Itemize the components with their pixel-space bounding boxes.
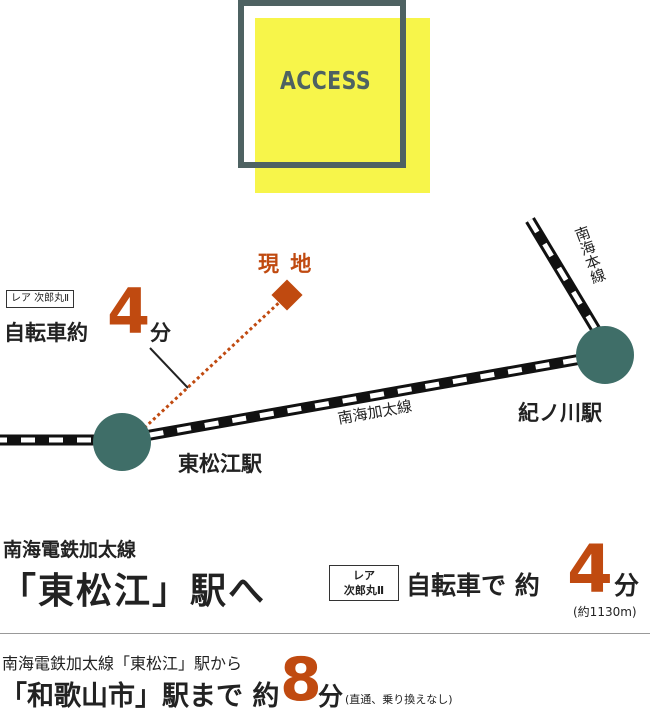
info2-line1: 南海電鉄加太線「東松江」駅から bbox=[2, 654, 243, 673]
station-higashimatsue-marker bbox=[93, 413, 151, 471]
site-marker bbox=[271, 279, 303, 311]
info1-suffix: 分 bbox=[614, 571, 640, 600]
info2-minutes: 8 bbox=[280, 645, 322, 715]
info2-note: (直通、乗り換えなし) bbox=[345, 693, 453, 706]
station-higashimatsue-label: 東松江駅 bbox=[178, 452, 262, 476]
info1-distance: (約1130m) bbox=[573, 605, 637, 619]
rail-kada-line bbox=[121, 349, 605, 446]
bike-minutes: 4 bbox=[107, 275, 151, 348]
info1-bike-prefix: 自転車で 約 bbox=[406, 571, 540, 600]
bike-badge: レア 次郎丸Ⅱ bbox=[6, 290, 75, 308]
info1-station: 「東松江」駅へ bbox=[0, 571, 267, 612]
bike-suffix: 分 bbox=[150, 321, 171, 345]
page-title: ACCESS bbox=[279, 66, 372, 95]
info1-line: 南海電鉄加太線 bbox=[3, 539, 137, 561]
route-dotted-line bbox=[138, 296, 286, 434]
info1-badge-line1: レア bbox=[353, 569, 375, 582]
station-kinokawa-label: 紀ノ川駅 bbox=[518, 401, 602, 425]
section-divider bbox=[0, 633, 650, 634]
station-kinokawa-marker bbox=[576, 326, 634, 384]
site-label: 現 地 bbox=[258, 252, 314, 276]
info2-suffix: 分 bbox=[318, 682, 344, 711]
callout-pointer bbox=[149, 347, 189, 389]
info1-badge: レア 次郎丸Ⅱ bbox=[329, 565, 399, 601]
access-map bbox=[0, 217, 634, 471]
bike-prefix: 自転車約 bbox=[4, 321, 88, 345]
info1-minutes: 4 bbox=[567, 531, 613, 608]
info1-badge-line2: 次郎丸Ⅱ bbox=[343, 584, 385, 597]
info2-dest: 「和歌山市」駅まで 約 bbox=[0, 681, 280, 712]
header-frame bbox=[238, 0, 406, 168]
